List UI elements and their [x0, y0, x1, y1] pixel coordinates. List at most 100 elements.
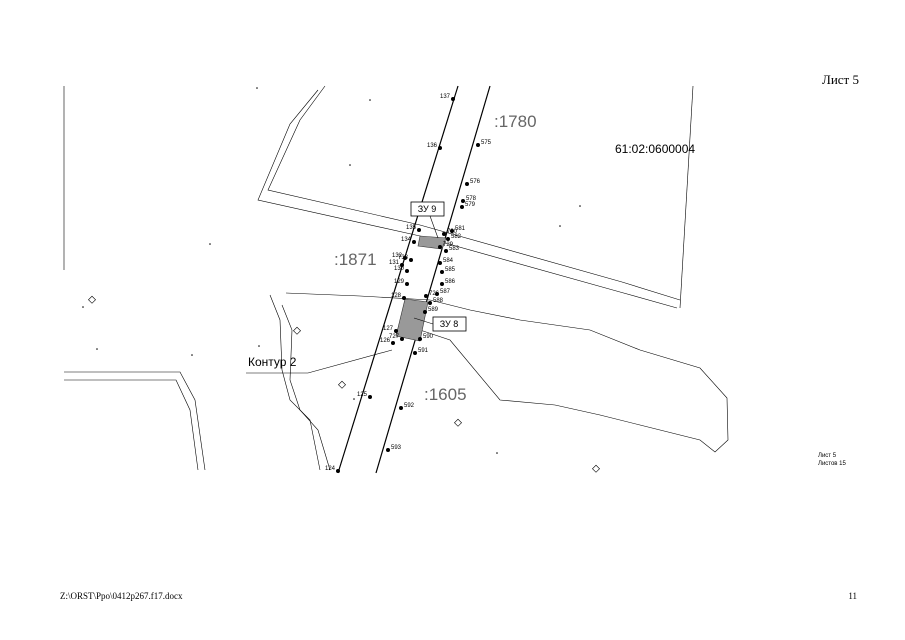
survey-point-label: 727 — [389, 334, 400, 340]
zu8-label: ЗУ 8 — [440, 319, 459, 329]
survey-point-132 — [403, 256, 407, 260]
survey-point-label: 590 — [423, 334, 434, 340]
survey-point-label: 135 — [406, 225, 417, 231]
zu9-leader — [429, 215, 439, 239]
survey-point-585 — [440, 270, 444, 274]
survey-point-131 — [400, 263, 404, 267]
survey-point-727 — [400, 337, 404, 341]
survey-point-589 — [423, 310, 427, 314]
survey-point-label: 576 — [470, 179, 481, 185]
survey-point-136 — [438, 146, 442, 150]
survey-point-127 — [394, 329, 398, 333]
survey-point-label: 592 — [404, 403, 415, 409]
survey-point-label: 583 — [449, 246, 460, 252]
survey-point-129 — [405, 282, 409, 286]
road-edge-upper — [267, 85, 681, 301]
survey-point-label: 588 — [433, 298, 444, 304]
survey-point-578 — [461, 199, 465, 203]
survey-point-label: 132 — [392, 253, 403, 259]
survey-point-label: 581 — [455, 226, 466, 232]
survey-point-label: 582 — [451, 234, 462, 240]
survey-points-left: 1371361351347331321311301291281271267271… — [325, 94, 455, 473]
sheet-info: Лист 5 Листов 15 — [818, 452, 846, 468]
survey-point-label: 591 — [418, 348, 429, 354]
survey-point-label: 127 — [383, 326, 394, 332]
zu8-label-box — [432, 316, 467, 332]
lower-left-lines-2 — [64, 379, 199, 471]
survey-point-label: 587 — [440, 289, 451, 295]
survey-point-label: 130 — [394, 266, 405, 272]
survey-point-593 — [386, 448, 390, 452]
zu8-leader — [413, 317, 434, 325]
survey-point-label: 129 — [394, 279, 405, 285]
survey-point-733 — [409, 258, 413, 262]
survey-point-726 — [424, 294, 428, 298]
road-edge-lower — [257, 89, 678, 309]
left-contour-outer — [269, 294, 321, 471]
cadastral-block-label: 61:02:0600004 — [615, 142, 695, 156]
survey-point-126 — [391, 341, 395, 345]
survey-point-label: 126 — [380, 338, 391, 344]
zu9-label: ЗУ 9 — [418, 204, 437, 214]
survey-point-125 — [368, 395, 372, 399]
contour-label: Контур 2 — [248, 355, 297, 369]
survey-point-575 — [476, 143, 480, 147]
sheet-label: Лист 5 — [822, 72, 859, 87]
line-left — [337, 85, 459, 474]
sheet-info-sheet: Лист 5 — [818, 453, 837, 459]
survey-point-label: 124 — [325, 466, 336, 472]
survey-point-label: 729 — [443, 242, 454, 248]
survey-point-label: 125 — [357, 392, 368, 398]
survey-point-124 — [336, 469, 340, 473]
survey-point-label: 593 — [391, 445, 402, 451]
survey-point-128 — [402, 296, 406, 300]
parcel-label-1605: :1605 — [424, 385, 467, 404]
survey-point-label: 134 — [401, 237, 412, 243]
survey-point-label: 589 — [428, 307, 439, 313]
survey-point-label: 579 — [465, 202, 476, 208]
survey-point-587 — [435, 292, 439, 296]
survey-point-584 — [438, 261, 442, 265]
survey-point-730 — [442, 232, 446, 236]
parcel-label-1871: :1871 — [334, 250, 377, 269]
survey-point-581 — [450, 229, 454, 233]
survey-point-label: 131 — [389, 260, 400, 266]
survey-point-586 — [440, 282, 444, 286]
lower-left-lines — [64, 371, 206, 471]
survey-point-label: 136 — [427, 143, 438, 149]
survey-point-135 — [417, 228, 421, 232]
contour2-leader — [246, 349, 393, 374]
survey-point-583 — [444, 249, 448, 253]
dot-marks — [82, 87, 581, 454]
survey-point-582 — [446, 237, 450, 241]
survey-point-590 — [418, 337, 422, 341]
survey-point-579 — [460, 205, 464, 209]
survey-point-130 — [405, 269, 409, 273]
survey-point-label: 128 — [391, 293, 402, 299]
survey-point-134 — [412, 240, 416, 244]
page-number: 11 — [848, 591, 857, 601]
survey-point-591 — [413, 351, 417, 355]
survey-point-label: 726 — [429, 291, 440, 297]
survey-point-label: 578 — [466, 196, 477, 202]
parcel-1605-boundary — [285, 292, 729, 453]
survey-point-label: 575 — [481, 140, 492, 146]
survey-point-label: 584 — [443, 258, 454, 264]
sheet-info-total: Листов 15 — [818, 461, 846, 467]
file-path: Z:\ORST\Ppo\0412p267.f17.docx — [60, 591, 183, 601]
survey-point-label: 585 — [445, 267, 456, 273]
decorative-marks — [88, 295, 600, 473]
survey-point-729 — [438, 245, 442, 249]
survey-point-137 — [451, 97, 455, 101]
survey-point-label: 586 — [445, 279, 456, 285]
survey-points-right: 5755765785797305815827295835845855865877… — [386, 140, 492, 452]
zu9-label-box — [410, 201, 445, 217]
survey-point-588 — [428, 301, 432, 305]
survey-point-592 — [399, 406, 403, 410]
survey-point-label: 137 — [440, 94, 451, 100]
survey-point-576 — [465, 182, 469, 186]
left-contour-inner — [281, 304, 331, 471]
block-boundary-right — [679, 85, 694, 309]
line-right — [375, 85, 491, 474]
